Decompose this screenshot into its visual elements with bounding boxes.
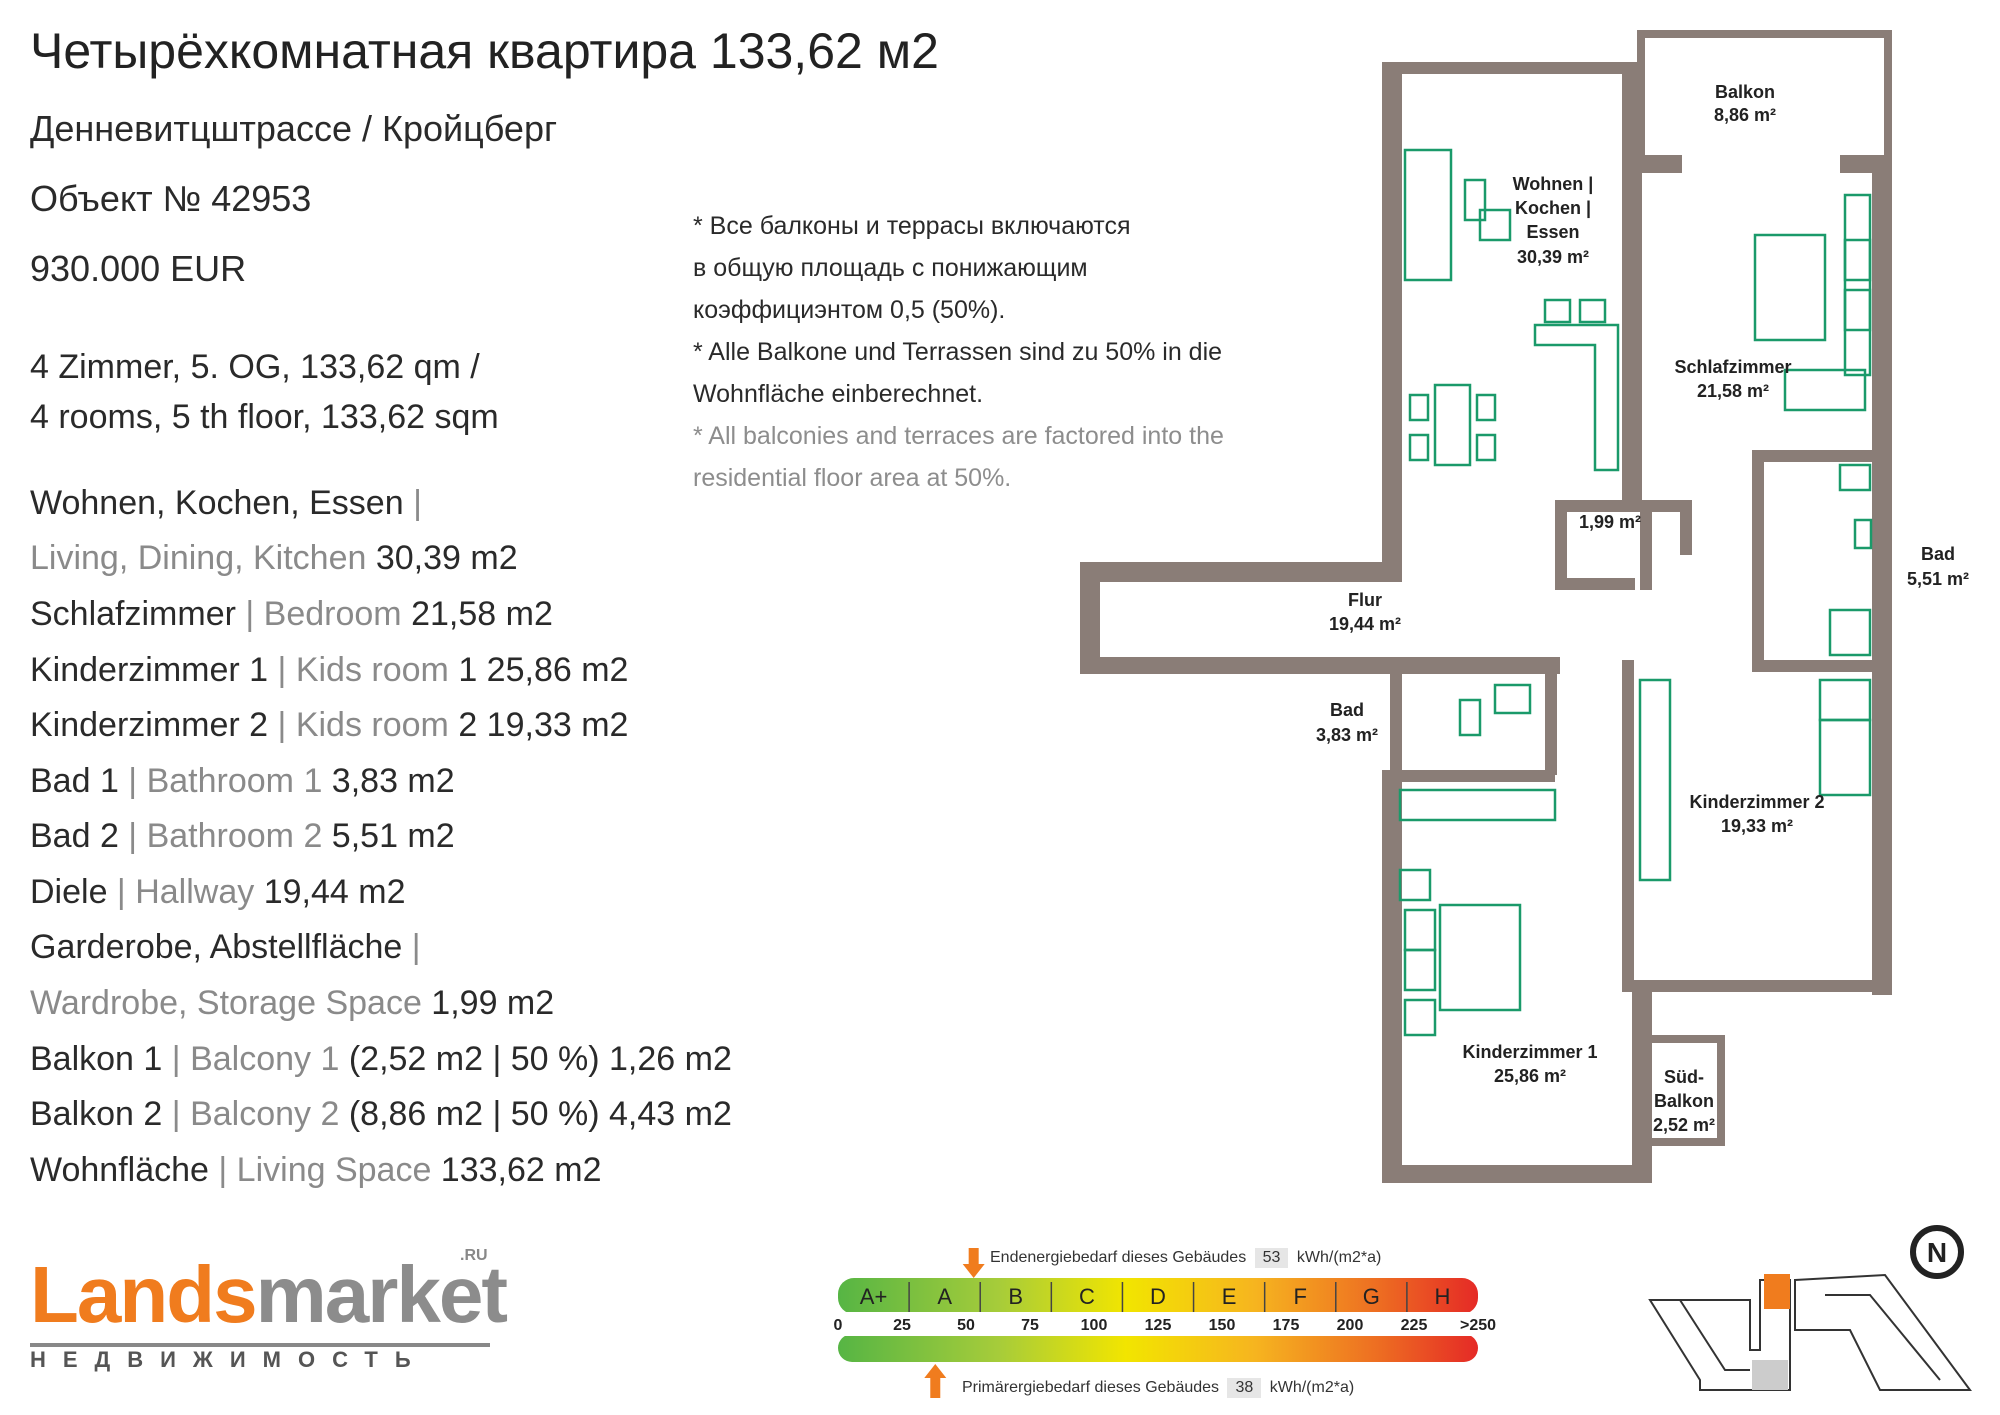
note-ru-2: в общую площадь с понижающим	[693, 254, 1088, 282]
room-area-schlafzimmer: 21,58 m²	[1697, 381, 1769, 401]
room-area-flur: 19,44 m²	[1329, 614, 1401, 634]
energy-class-label: A+	[860, 1284, 888, 1309]
energy-scale-tick: 25	[893, 1317, 911, 1334]
energy-scale-tick: >250	[1460, 1317, 1496, 1334]
energy-bottom-value: 38	[1227, 1378, 1262, 1398]
energy-class-label: H	[1434, 1284, 1450, 1309]
furniture	[1398, 148, 1873, 1037]
room-label-flur: Flur	[1348, 590, 1382, 610]
page-title: Четырёхкомнатная квартира 133,62 м2	[30, 23, 939, 79]
room-label-kinderzimmer1: Kinderzimmer 1	[1462, 1042, 1597, 1062]
room-row: Kinderzimmer 1 | Kids room 1 25,86 m2	[30, 651, 629, 689]
energy-scale-tick: 100	[1081, 1317, 1108, 1334]
room-row: Balkon 2 | Balcony 2 (8,86 m2 | 50 %) 4,…	[30, 1095, 732, 1133]
energy-class-label: G	[1363, 1284, 1380, 1309]
note-en-1: * All balconies and terraces are factore…	[693, 422, 1224, 450]
room-row: Balkon 1 | Balcony 1 (2,52 m2 | 50 %) 1,…	[30, 1040, 732, 1078]
note-ru-1: * Все балконы и террасы включаются	[693, 212, 1131, 240]
site-plan-outline	[1648, 1273, 1972, 1391]
note-en-2: residential floor area at 50%.	[693, 464, 1012, 492]
energy-scale: A+ A B C D E F G H 0 25 50 75 100 125 150 175 200 225 >250	[834, 1248, 1496, 1398]
energy-scale-tick: 175	[1273, 1317, 1300, 1334]
energy-top-unit: kWh/(m2*a)	[1296, 1249, 1382, 1266]
room-label-schlafzimmer: Schlafzimmer	[1674, 357, 1791, 377]
energy-bottom-unit: kWh/(m2*a)	[1269, 1379, 1355, 1396]
room-label-essen: Essen	[1526, 222, 1579, 242]
energy-scale-tick: 125	[1145, 1317, 1172, 1334]
energy-top-label: Endenergiebedarf dieses Gebäudes	[990, 1249, 1247, 1266]
floor-plan: Balkon 8,86 m² Wohnen | Kochen | Essen 3…	[1080, 30, 1969, 1183]
compass-icon: N	[1927, 1237, 1947, 1268]
site-plan-block	[1752, 1360, 1788, 1390]
energy-class-label: A	[937, 1284, 952, 1309]
room-label-kochen: Kochen |	[1515, 198, 1591, 218]
room-row: Living, Dining, Kitchen 30,39 m2	[30, 539, 518, 577]
note-ru-3: коэффициэнтом 0,5 (50%).	[693, 296, 1006, 324]
room-label-balkon2: Balkon	[1654, 1091, 1714, 1111]
energy-bottom-label: Primärergiebedarf dieses Gebäudes	[962, 1379, 1220, 1396]
room-row: Wardrobe, Storage Space 1,99 m2	[30, 984, 555, 1022]
price: 930.000 EUR	[30, 248, 247, 289]
note-de-2: Wohnfläche einberechnet.	[693, 380, 984, 408]
energy-class-label: B	[1008, 1284, 1023, 1309]
summary-line-2: 4 rooms, 5 th floor, 133,62 sqm	[30, 398, 499, 436]
energy-scale-strip	[838, 1312, 1478, 1336]
room-row: Kinderzimmer 2 | Kids room 2 19,33 m2	[30, 706, 629, 744]
energy-bottom-row: Primärergiebedarf dieses Gebäudes 38 kWh…	[962, 1378, 1354, 1398]
room-area-bad2: 5,51 m²	[1907, 569, 1969, 589]
site-plan: N	[1648, 1225, 1972, 1391]
energy-scale-tick: 75	[1021, 1317, 1039, 1334]
energy-scale-tick: 200	[1337, 1317, 1364, 1334]
energy-top-value: 53	[1254, 1248, 1289, 1268]
object-number: Объект № 42953	[30, 178, 312, 219]
energy-top-row: Endenergiebedarf dieses Gebäudes 53 kWh/…	[990, 1248, 1381, 1268]
compass-ring	[1910, 1225, 1964, 1279]
energy-bar-top	[838, 1278, 1478, 1314]
room-area-sued: 2,52 m²	[1653, 1115, 1715, 1135]
energy-bar-bottom	[838, 1334, 1478, 1362]
room-label-balkon: Balkon	[1715, 82, 1775, 102]
logo-divider	[30, 1343, 490, 1347]
room-area-storage: 1,99 m²	[1579, 512, 1641, 532]
logo-subtitle: НЕДВИЖИМОСТЬ	[30, 1347, 428, 1372]
room-row: Wohnfläche | Living Space 133,62 m2	[30, 1151, 602, 1189]
energy-class-label: E	[1222, 1284, 1237, 1309]
logo-brand: Landsmarket	[30, 1250, 508, 1339]
room-label-bad1: Bad	[1330, 700, 1364, 720]
room-row: Bad 1 | Bathroom 1 3,83 m2	[30, 762, 455, 800]
energy-scale-tick: 225	[1401, 1317, 1428, 1334]
room-area-kinderzimmer1: 25,86 m²	[1494, 1066, 1566, 1086]
arrow-up-icon	[924, 1364, 947, 1398]
walls	[1080, 30, 1892, 1183]
room-row: Wohnen, Kochen, Essen |	[30, 484, 422, 522]
room-row: Diele | Hallway 19,44 m2	[30, 873, 406, 911]
room-area-wohnen: 30,39 m²	[1517, 247, 1589, 267]
room-area-kinderzimmer2: 19,33 m²	[1721, 816, 1793, 836]
room-row: Bad 2 | Bathroom 2 5,51 m2	[30, 817, 455, 855]
room-area-balkon: 8,86 m²	[1714, 105, 1776, 125]
energy-scale-tick: 0	[834, 1317, 843, 1334]
site-plan-highlight	[1764, 1274, 1790, 1309]
note-de-1: * Alle Balkone und Terrassen sind zu 50%…	[693, 338, 1223, 366]
room-row: Garderobe, Abstellfläche |	[30, 928, 421, 966]
address: Денневитцштрассе / Кройцберг	[30, 108, 558, 149]
arrow-down-icon	[962, 1248, 985, 1278]
landsmarket-logo: .RU Landsmarket НЕДВИЖИМОСТЬ	[30, 1247, 508, 1373]
energy-class-label: F	[1293, 1284, 1306, 1309]
summary-line-1: 4 Zimmer, 5. OG, 133,62 qm /	[30, 348, 480, 386]
room-row: Schlafzimmer | Bedroom 21,58 m2	[30, 595, 553, 633]
energy-class-label: D	[1150, 1284, 1166, 1309]
energy-scale-tick: 150	[1209, 1317, 1236, 1334]
room-label-sued: Süd-	[1664, 1067, 1704, 1087]
room-label-wohnen: Wohnen |	[1513, 174, 1594, 194]
room-area-bad1: 3,83 m²	[1316, 725, 1378, 745]
room-label-bad2: Bad	[1921, 544, 1955, 564]
energy-scale-tick: 50	[957, 1317, 975, 1334]
logo-ru: .RU	[460, 1247, 488, 1264]
room-label-kinderzimmer2: Kinderzimmer 2	[1689, 792, 1824, 812]
energy-class-label: C	[1079, 1284, 1095, 1309]
